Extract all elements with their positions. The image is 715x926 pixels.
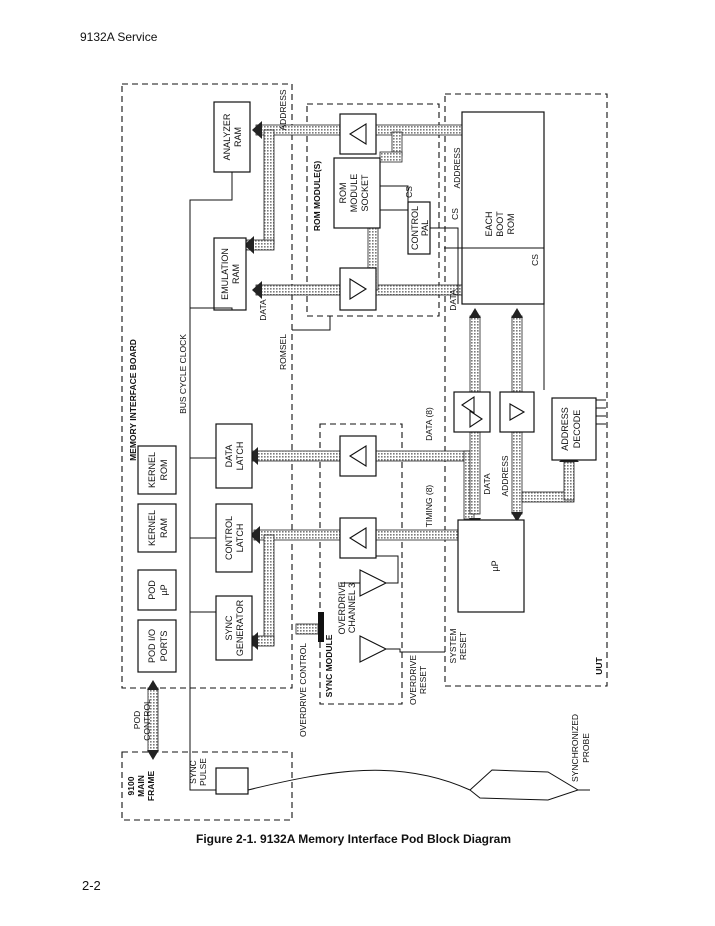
kernel-rom-label-2: ROM [159,460,169,481]
control-latch-label-1: CONTROL [224,516,234,560]
data-rom-label: DATA [448,289,458,311]
kernel-rom-label-1: KERNEL [147,452,157,488]
mainframe-label-2: MAIN [136,775,146,797]
memory-interface-board-label: MEMORY INTERFACE BOARD [128,339,138,461]
overdrive-channel-label-2: CHANNEL 3 [347,583,357,633]
sync-module-label: SYNC MODULE [324,634,334,697]
sync-generator-block [215,595,253,661]
pod-up-block [137,569,177,611]
system-reset-label-1: SYSTEM [448,629,458,664]
address-bus-rom-stub [379,151,403,163]
control-pal-label-2: PAL [420,220,430,236]
overdrive-channel-label-1: OVERDRIVE [337,581,347,634]
address-decode-bus-v [563,461,575,501]
sync-pulse-label-1: SYNC [188,760,198,784]
page-number: 2-2 [82,878,101,893]
system-reset-label-2: RESET [458,632,468,660]
figure-caption: Figure 2-1. 9132A Memory Interface Pod B… [196,832,511,846]
pod-control-label-2: CONTROL [142,699,152,741]
address-decode-label-2: DECODE [572,410,582,449]
cs-a-label: CS [450,208,460,220]
kernel-ram-block [137,503,177,553]
kernel-ram-label-2: RAM [159,518,169,538]
rom-module-socket-label-1: ROM [338,183,348,204]
analyzer-ram-block [213,101,251,173]
cs-b-label: CS [530,254,540,266]
sync-generator-label-1: SYNC [224,615,234,641]
mainframe-boundary [121,751,293,821]
data8-buffer [339,435,377,477]
control-latch-label-2: LATCH [235,524,245,553]
address-top-label: ADDRESS [278,89,288,130]
address-decode-label-1: ADDRESS [560,407,570,451]
rom-data-buffer [339,267,377,311]
data8-label: DATA (8) [424,407,434,441]
mainframe-label-1: 9100 [126,776,136,795]
page-header: 9132A Service [80,30,158,44]
uut-label: UUT [594,656,604,674]
data-mid-label: DATA [258,299,268,321]
boot-rom-label-3: ROM [506,214,516,235]
overdrive-control-bus [295,623,319,635]
emulation-ram-label-2: RAM [231,264,241,284]
pod-control-label-1: POD [132,711,142,729]
boot-rom-label-2: BOOT [495,211,505,237]
rom-module-socket-block [333,157,381,229]
rom-module-socket-label-3: SOCKET [360,174,370,212]
overdrive-reset-label-2: RESET [418,666,428,694]
control-latch-block [215,503,253,573]
rom-modules-boundary [306,103,440,317]
address-decode-block [551,397,597,461]
analyzer-ram-label-2: RAM [233,127,243,147]
timing8-bus-down [263,534,275,646]
overdrive-control-connector [318,612,324,642]
boot-rom-block [461,111,545,305]
uut-boundary [444,93,608,687]
pod-up-label-1: POD [147,580,157,600]
kernel-ram-label-1: KERNEL [147,510,157,546]
synchronized-probe-label-1: SYNCHRONIZED [570,714,580,782]
romsel-label: ROMSEL [278,334,288,370]
rom-modules-label: ROM MODULE(S) [312,161,322,232]
pod-up-label-2: µP [159,584,169,595]
rom-module-socket-label-2: MODULE [349,174,359,213]
uut-up-block [457,519,525,613]
overdrive-reset-label-1: OVERDRIVE [408,655,418,705]
data-latch-label-2: LATCH [235,442,245,471]
pod-io-ports-label-2: PORTS [159,631,169,662]
mainframe-sync-block [215,767,249,795]
sync-generator-label-2: GENERATOR [235,599,245,656]
analyzer-ram-label-1: ANALYZER [222,113,232,160]
cs-top-label: CS [404,186,414,198]
uut-up-label: µP [490,560,500,571]
address-rom-label: ADDRESS [452,147,462,188]
mainframe-label-3: FRAME [146,771,156,802]
kernel-rom-block [137,445,177,495]
overdrive-control-label: OVERDRIVE CONTROL [298,643,308,737]
synchronized-probe-label-2: PROBE [581,733,591,763]
boot-rom-label-1: EACH [484,211,494,236]
data-latch-label-1: DATA [224,445,234,468]
pod-io-ports-label-1: POD I/O [147,629,157,663]
data-latch-block [215,423,253,489]
sync-pulse-label-2: PULSE [198,758,208,786]
pod-io-ports-block [137,619,177,673]
bus-cycle-clock-label: BUS CYCLE CLOCK [178,334,188,414]
sync-module-boundary [319,423,403,705]
address-bus-label: ADDRESS [500,455,510,496]
memory-interface-board-boundary [121,83,293,689]
data-bus-label: DATA [482,473,492,495]
emulation-ram-label-1: EMULATION [220,248,230,300]
address-bus-vertical [263,129,275,245]
control-pal-label-1: CONTROL [410,206,420,250]
emulation-ram-block [213,237,247,311]
timing8-label: TIMING (8) [424,485,434,528]
